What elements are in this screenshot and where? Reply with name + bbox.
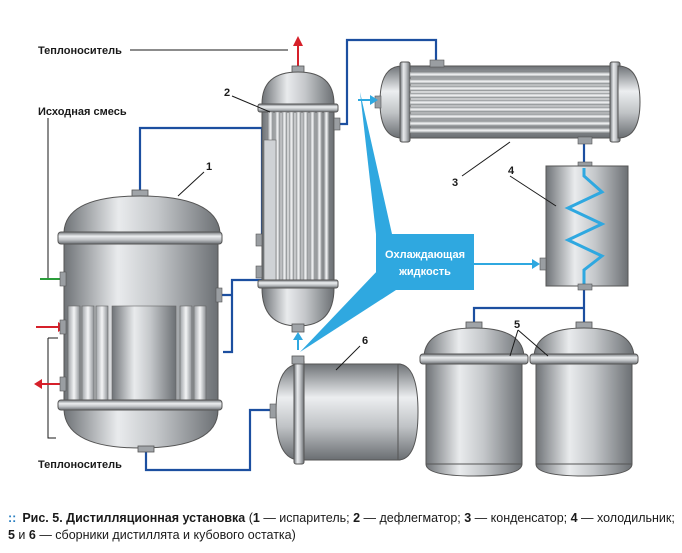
evaporator-tubes [67, 305, 207, 405]
coolant-callout: Охлаждающая жидкость [293, 92, 540, 352]
caption-key: 4 [570, 511, 578, 525]
caption-text: — испаритель; [259, 511, 354, 525]
caption-key: 3 [464, 511, 472, 525]
number-5: 5 [514, 319, 520, 331]
arrow-right-icon [532, 259, 540, 269]
pipe-vapor-to-condenser [333, 38, 438, 126]
distillate-collector-right [529, 321, 639, 477]
caption-text: — конденсатор; [471, 511, 571, 525]
caption-fig-number: Рис. 5. [22, 511, 63, 525]
number-3: 3 [452, 177, 458, 189]
pipe-cooler-to-collectors [472, 286, 586, 326]
heat-carrier-lines [47, 49, 288, 439]
number-1: 1 [206, 161, 212, 173]
caption-key: 6 [28, 528, 36, 542]
caption-bullet-icon: :: [8, 511, 17, 525]
distillate-collector-left [419, 321, 529, 477]
caption-text: ( [245, 511, 253, 525]
caption-text: — холодильник; [577, 511, 675, 525]
caption-key: 1 [252, 511, 260, 525]
pipe-evaporator-to-dephlegmator [218, 278, 262, 354]
evaporator [57, 189, 223, 453]
number-6: 6 [362, 335, 368, 347]
condenser-tubes [409, 71, 611, 134]
caption-text: и [14, 528, 29, 542]
arrow-left-icon [34, 379, 42, 389]
leader-lines [177, 95, 557, 371]
residue-collector [269, 355, 419, 465]
cooler [539, 161, 629, 291]
coolant-label-line1: Охлаждающая [385, 249, 465, 261]
condenser [374, 59, 641, 145]
arrow-right-icon [370, 95, 378, 105]
arrow-up-icon [293, 332, 303, 340]
caption-text: — дефлегматор; [360, 511, 465, 525]
coolant-label-line2: жидкость [398, 266, 451, 278]
number-2: 2 [224, 87, 230, 99]
dephlegmator [255, 65, 341, 333]
feed-mixture-label: Исходная смесь [38, 106, 127, 118]
arrow-up-icon [293, 36, 303, 46]
pipe-residue-to-collector6 [144, 408, 271, 472]
caption-text: — сборники дистиллята и кубового остатка… [35, 528, 296, 542]
caption-key: 2 [353, 511, 361, 525]
heat-carrier-top-label: Теплоноситель [38, 45, 122, 57]
heat-carrier-bottom-label: Теплоноситель [38, 459, 122, 471]
caption-title: Дистилляционная установка [66, 511, 246, 525]
distillation-diagram: Охлаждающая жидкость Теплоноситель Исход… [34, 36, 641, 477]
figure-caption: ::Рис. 5. Дистилляционная установка (1 —… [8, 510, 676, 544]
cooler-coil [564, 168, 606, 286]
caption-key: 5 [8, 528, 15, 542]
dephlegmator-tubes [267, 111, 330, 281]
number-4: 4 [508, 165, 515, 177]
